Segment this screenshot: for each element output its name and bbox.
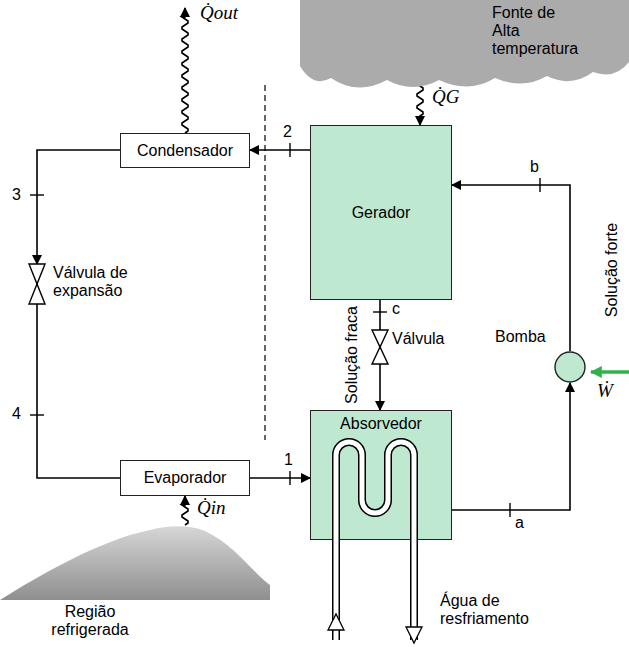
state-label: c — [392, 300, 400, 318]
cooled-region-hill: Região refrigerada — [0, 525, 270, 645]
hill-shape — [0, 525, 270, 600]
node-label: Evaporador — [144, 469, 227, 487]
stream-label: Solução fraca — [343, 306, 361, 404]
flow-line — [452, 185, 570, 351]
pump-circle: Bomba — [495, 332, 590, 384]
note-label: Água de resfriamento — [440, 592, 565, 628]
flow-line — [452, 383, 570, 510]
heat-label: Q̇G — [432, 86, 459, 108]
heat-label: Q̇in — [197, 497, 226, 519]
flow-line — [250, 477, 310, 479]
heat-flow-arrow — [182, 496, 188, 525]
node-label: Absorvedor — [340, 415, 422, 433]
state-ticks — [30, 143, 540, 517]
flow-line — [250, 149, 310, 151]
valve-shape — [29, 264, 45, 304]
circle-shape — [554, 351, 586, 383]
valve: Válvula — [368, 330, 453, 364]
state-label: a — [515, 514, 524, 532]
heat-out-arrow — [182, 8, 188, 133]
flow-line — [379, 364, 381, 410]
state-label: 2 — [283, 123, 292, 141]
absorber-box: Absorvedor — [310, 410, 452, 540]
node-label: Bomba — [495, 328, 546, 346]
heat-source-cloud: Fonte de Alta temperatura — [300, 0, 629, 80]
flow-line — [37, 304, 120, 478]
node-label: Gerador — [352, 204, 411, 222]
state-label: 1 — [284, 451, 293, 469]
generator-box: Gerador — [310, 125, 452, 300]
node-label: Condensador — [137, 142, 233, 160]
stream-label: Solução forte — [603, 223, 621, 317]
evaporator-box: Evaporador — [120, 460, 250, 496]
flow-line — [379, 300, 381, 330]
node-label: Fonte de Alta temperatura — [492, 4, 584, 58]
node-label: Válvula — [392, 330, 444, 348]
expansion-valve: Válvula de expansão — [25, 262, 145, 306]
system-boundary — [264, 85, 265, 440]
heat-label: Ẇ — [597, 380, 613, 402]
state-label: b — [530, 158, 539, 176]
node-label: Região refrigerada — [30, 603, 150, 639]
work-arrow — [591, 370, 629, 374]
node-label: Válvula de expansão — [53, 264, 143, 300]
condenser-box: Condensador — [120, 133, 250, 168]
valve-shape — [372, 330, 388, 364]
flow-line — [37, 150, 120, 264]
heat-label: Q̇out — [200, 2, 238, 24]
state-label: 4 — [12, 405, 21, 423]
cloud-shape — [300, 0, 629, 80]
state-label: 3 — [12, 186, 21, 204]
